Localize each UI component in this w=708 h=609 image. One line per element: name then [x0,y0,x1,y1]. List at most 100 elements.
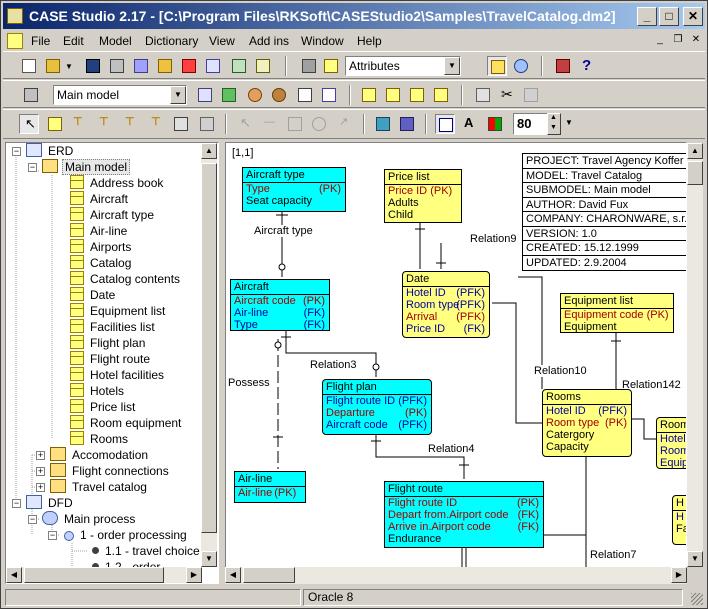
tree-expand-accomodation[interactable]: + [36,450,45,460]
help-button[interactable]: ? [577,56,597,76]
tree-node-table[interactable]: Aircraft type [70,207,154,223]
tree-hscroll-thumb[interactable] [24,567,164,583]
tree-node-table[interactable]: Catalog contents [70,271,180,287]
tree-node-main-process[interactable]: Main process [42,511,137,527]
relation-view-toggle[interactable] [511,56,531,76]
line-tool[interactable]: — [261,114,281,134]
display-mode-button[interactable] [299,56,319,76]
entity-hotels[interactable]: H H Fa [672,495,686,545]
tree-node-table[interactable]: Equipment list [70,303,165,319]
scroll-right-icon[interactable]: ▶ [671,567,687,583]
align-right-button[interactable] [407,85,427,105]
relation-label-relation9[interactable]: Relation9 [470,233,517,245]
copy-button[interactable] [473,85,493,105]
scroll-down-icon[interactable]: ▼ [201,551,217,567]
scroll-down-icon[interactable]: ▼ [687,551,703,567]
tree-node-table[interactable]: Flight route [70,351,150,367]
tool-button-1[interactable] [131,56,151,76]
chevron-down-icon[interactable]: ▼ [170,86,186,104]
pointer-tool[interactable]: ↖ [19,114,39,134]
entity-flight-route[interactable]: Flight route Flight route ID(PK) Depart … [384,481,544,548]
open-button[interactable] [43,56,63,76]
minimize-button[interactable]: _ [637,7,657,26]
resize-grip-icon[interactable] [691,593,703,605]
layout-toggle[interactable] [435,114,455,134]
scroll-up-icon[interactable]: ▲ [687,143,703,159]
display-level-select[interactable]: Attributes▼ [345,56,461,76]
menu-view[interactable]: View [209,34,235,48]
pane-splitter[interactable] [219,142,225,584]
entity-room-equipment[interactable]: Room Hotel Room Equip [656,417,686,469]
tree-node-table[interactable]: Air-line [70,223,127,239]
stepper-up-icon[interactable]: ▲ [550,114,557,121]
tree-node-erd[interactable]: ERD [26,143,75,159]
canvas-vscroll-thumb[interactable] [687,161,703,185]
tree-node-process11[interactable]: 1.1 - travel choice [92,543,202,559]
notes-button[interactable] [295,85,315,105]
tree-node-table[interactable]: Facilities list [70,319,155,335]
tree-collapse-erd[interactable]: − [12,146,21,156]
tree-node-table[interactable]: Price list [70,399,135,415]
canvas-vertical-scrollbar[interactable]: ▲ ▼ [687,143,703,567]
entity-date[interactable]: Date Hotel ID(PFK) Room type(PFK) Arriva… [402,271,490,338]
scroll-left-icon[interactable]: ◀ [225,567,241,583]
tool-button-4[interactable] [229,56,249,76]
mdi-minimize-icon[interactable]: _ [657,34,663,45]
stepper-down-icon[interactable]: ▼ [550,124,557,131]
tree-node-table[interactable]: Room equipment [70,415,181,431]
tree-node-dfd[interactable]: DFD [26,495,75,511]
tree-node-table[interactable]: Airports [70,239,131,255]
align-left-button[interactable] [383,85,403,105]
relation-label-relation142[interactable]: Relation142 [622,379,681,391]
document-icon[interactable] [7,33,23,49]
new-button[interactable] [19,56,39,76]
tree-node-table[interactable]: Date [70,287,115,303]
entity-view-toggle[interactable] [487,56,507,76]
ellipse-tool[interactable] [309,114,329,134]
menu-edit[interactable]: Edit [63,34,84,48]
chevron-down-icon[interactable]: ▼ [444,57,460,75]
tree-node-process1[interactable]: 1 - order processing [62,527,189,543]
tool-button-2[interactable] [155,56,175,76]
menu-file[interactable]: File [31,34,51,48]
tree-node-table[interactable]: Address book [70,175,163,191]
save-button[interactable] [83,56,103,76]
entity-tool[interactable] [45,114,65,134]
open-dropdown[interactable]: ▼ [65,62,73,71]
informative-relation-tool[interactable]: ⊤ [121,114,141,134]
scroll-up-icon[interactable]: ▲ [201,143,217,159]
tree-scroll-thumb[interactable] [201,163,217,533]
zoom-dropdown[interactable]: ▼ [563,114,575,134]
table-tool[interactable] [197,114,217,134]
relation-label-relation4[interactable]: Relation4 [428,443,475,455]
menu-model[interactable]: Model [99,34,132,48]
exit-button[interactable] [553,56,573,76]
app-icon[interactable] [7,8,23,24]
display-attributes-button[interactable] [321,56,341,76]
align-top-button[interactable] [431,85,451,105]
model-select[interactable]: Main model▼ [53,85,187,105]
entity-rooms[interactable]: Rooms Hotel ID(PFK) Room type(PK) Caterg… [542,389,632,457]
tree-expand-travel-catalog[interactable]: + [36,482,45,492]
menu-dictionary[interactable]: Dictionary [145,34,199,48]
tree-node-flight-connections[interactable]: Flight connections [50,463,171,479]
scroll-left-icon[interactable]: ◀ [6,567,22,583]
identifying-relation-tool[interactable]: ⊤ [69,114,89,134]
view-tool[interactable] [171,114,191,134]
dictionary-button[interactable] [195,85,215,105]
tree-node-table[interactable]: Flight plan [70,335,145,351]
relation-label-possess[interactable]: Possess [228,377,270,389]
arrow-tool[interactable]: ↗ [335,114,355,134]
tool-button-5[interactable] [253,56,273,76]
tree-node-table[interactable]: Catalog [70,255,131,271]
scroll-right-icon[interactable]: ▶ [186,567,202,583]
model-properties-button[interactable] [21,85,41,105]
relation-label-relation7[interactable]: Relation7 [590,549,637,561]
tree-node-table[interactable]: Aircraft [70,191,128,207]
tree-node-table[interactable]: Hotels [70,383,124,399]
close-button[interactable]: ✕ [683,7,703,26]
tool-button-3[interactable] [203,56,223,76]
entity-aircraft-type[interactable]: Aircraft type Type(PK) Seat capacity [242,167,346,212]
color-button[interactable] [485,114,505,134]
image-tool[interactable] [373,114,393,134]
